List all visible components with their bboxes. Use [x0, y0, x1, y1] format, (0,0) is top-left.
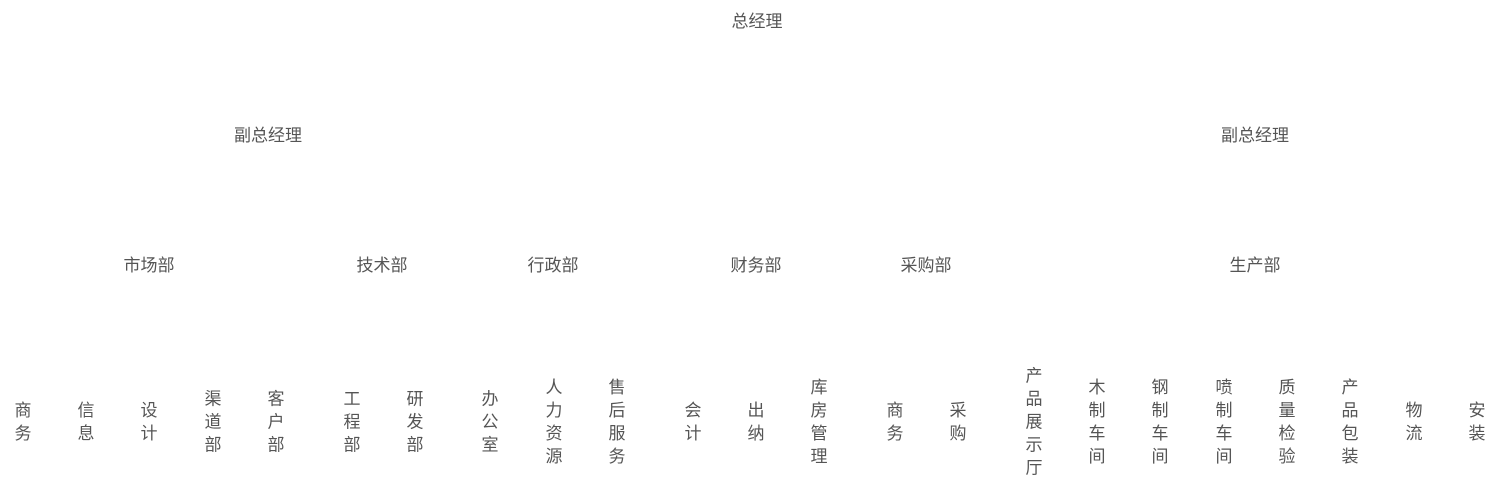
unit-purchase-buying: 采购	[949, 401, 967, 443]
tech-department-node: 技术部	[356, 256, 408, 275]
market-department-node: 市场部	[123, 256, 175, 275]
unit-prod-install: 安装	[1468, 401, 1486, 443]
unit-prod-qc: 质量检验	[1278, 378, 1296, 466]
unit-finance-cashier: 出纳	[747, 401, 765, 443]
unit-finance-accounting: 会计	[684, 401, 702, 443]
unit-prod-logistics: 物流	[1405, 401, 1423, 443]
deputy-general-manager-left-node: 副总经理	[234, 126, 302, 145]
purchase-department-node: 采购部	[900, 256, 952, 275]
finance-department-node: 财务部	[730, 256, 782, 275]
unit-prod-spray: 喷制车间	[1215, 378, 1233, 466]
unit-market-design: 设计	[140, 401, 158, 443]
unit-admin-office: 办公室	[481, 389, 499, 455]
unit-market-info: 信息	[77, 401, 95, 443]
unit-finance-warehouse: 库房管理	[810, 378, 828, 466]
unit-prod-packaging: 产品包装	[1341, 378, 1359, 466]
deputy-general-manager-right-node: 副总经理	[1221, 126, 1289, 145]
production-department-node: 生产部	[1229, 256, 1281, 275]
unit-prod-steel: 钢制车间	[1151, 378, 1169, 466]
unit-admin-hr: 人力资源	[545, 378, 563, 466]
unit-market-customer: 客户部	[267, 389, 285, 455]
unit-purchase-business: 商务	[886, 401, 904, 443]
unit-tech-rd: 研发部	[406, 389, 424, 455]
unit-market-channel: 渠道部	[204, 389, 222, 455]
unit-admin-aftersales: 售后服务	[608, 378, 626, 466]
unit-market-business: 商务	[14, 401, 32, 443]
admin-department-node: 行政部	[527, 256, 579, 275]
unit-tech-engineering: 工程部	[343, 389, 361, 455]
general-manager-node: 总经理	[731, 12, 783, 31]
unit-prod-wood: 木制车间	[1088, 378, 1106, 466]
unit-prod-showroom: 产品展示厅	[1025, 366, 1043, 478]
